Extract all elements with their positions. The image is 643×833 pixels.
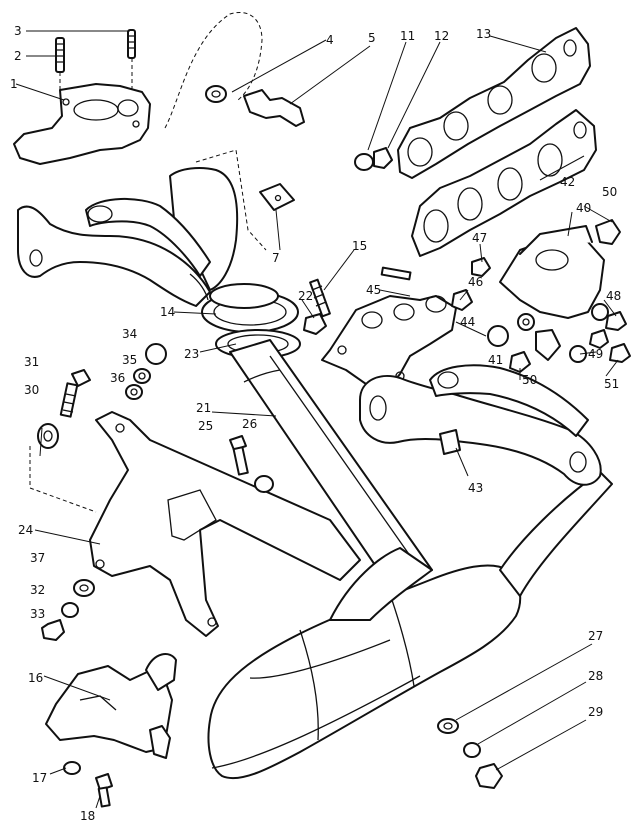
callout-13: 13	[476, 27, 491, 41]
callout-25: 25	[198, 419, 213, 433]
callout-26: 26	[242, 417, 257, 431]
callout-1: 1	[10, 77, 18, 91]
callout-34: 34	[122, 327, 137, 341]
washer-and-union	[205, 85, 305, 127]
rear-fasteners	[437, 718, 503, 789]
manifold-studs	[55, 29, 136, 92]
callout-49: 49	[588, 347, 603, 361]
rear-bracket	[45, 653, 177, 808]
callout-18: 18	[80, 809, 95, 823]
exhaust-manifold-small	[13, 83, 151, 165]
bracket-bolt	[229, 435, 274, 493]
callout-30: 30	[24, 383, 39, 397]
callout-47: 47	[472, 231, 487, 245]
callout-4: 4	[326, 33, 334, 47]
exhaust-elbow	[499, 219, 621, 319]
callout-21: 21	[196, 401, 211, 415]
callout-48: 48	[606, 289, 621, 303]
callout-12: 12	[434, 29, 449, 43]
callout-22: 22	[298, 289, 313, 303]
exhaust-manifold-main	[17, 198, 211, 307]
callout-36: 36	[110, 371, 125, 385]
callout-42: 42	[560, 175, 575, 189]
callout-24: 24	[18, 523, 33, 537]
callout-2: 2	[14, 49, 22, 63]
heat-shield	[169, 167, 239, 291]
callout-7: 7	[272, 251, 280, 265]
callout-44: 44	[460, 315, 475, 329]
callout-23: 23	[184, 347, 199, 361]
bolt-and-spacer	[37, 369, 91, 449]
nut-washer-set-lower	[41, 579, 95, 641]
callout-50-lower: 50	[522, 373, 537, 387]
small-fasteners-right	[451, 257, 631, 373]
callout-16: 16	[28, 671, 43, 685]
callout-11: 11	[400, 29, 415, 43]
mounting-bracket	[29, 411, 361, 637]
callout-41: 41	[488, 353, 503, 367]
callout-15: 15	[352, 239, 367, 253]
callout-43: 43	[468, 481, 483, 495]
nut-22	[303, 313, 327, 335]
callout-14: 14	[160, 305, 175, 319]
callout-40: 40	[576, 201, 591, 215]
callout-5: 5	[368, 31, 376, 45]
nut-washer-set-upper	[125, 343, 167, 400]
hose-path	[164, 12, 263, 129]
callout-51: 51	[604, 377, 619, 391]
intake-section	[321, 295, 457, 387]
callout-labels: 1 2 3 4 5 7 11 12 13 14 15 16 17 18 21 2…	[10, 24, 621, 823]
heat-plate	[195, 149, 295, 251]
callout-28: 28	[588, 669, 603, 683]
callout-46: 46	[468, 275, 483, 289]
callout-27: 27	[588, 629, 603, 643]
silencer-box	[207, 471, 613, 780]
callout-50-upper: 50	[602, 185, 617, 199]
callout-3: 3	[14, 24, 22, 38]
manifold-gaskets	[397, 27, 597, 257]
callout-37: 37	[30, 551, 45, 565]
leader-lines	[15, 30, 619, 809]
stud-long	[309, 266, 412, 318]
callout-17: 17	[32, 771, 47, 785]
callout-29: 29	[588, 705, 603, 719]
callout-33: 33	[30, 607, 45, 621]
manifold-nuts	[354, 147, 393, 171]
callout-31: 31	[24, 355, 39, 369]
callout-45: 45	[366, 283, 381, 297]
exhaust-manifold-right	[359, 364, 602, 486]
callout-32: 32	[30, 583, 45, 597]
callout-35: 35	[122, 353, 137, 367]
